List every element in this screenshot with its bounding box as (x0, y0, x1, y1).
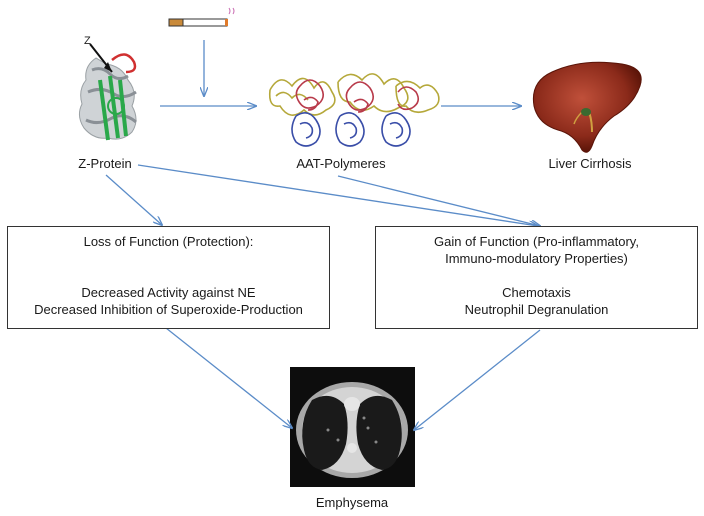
gain-box-item-degranulation: Neutrophil Degranulation (464, 302, 609, 317)
liver-icon (532, 61, 642, 153)
gain-box-title-line2: Immuno-modulatory Properties) (445, 251, 628, 266)
arrow-polymers-to-gain (337, 175, 540, 226)
loss-of-function-box: Loss of Function (Protection): Decreased… (7, 226, 330, 329)
arrow-protein-to-loss (105, 174, 162, 225)
arrow-loss-to-emphysema (165, 327, 292, 428)
flow-arrows (105, 40, 541, 430)
lung-ct-scan-icon (290, 367, 415, 487)
arrow-protein-to-gain (137, 164, 538, 226)
emphysema-label: Emphysema (315, 495, 389, 510)
loss-box-title: Loss of Function (Protection): (83, 234, 254, 249)
loss-box-item-ne: Decreased Activity against NE (81, 285, 256, 300)
cigarette-icon (168, 7, 235, 27)
z-protein-label: Z-Protein (78, 156, 132, 171)
gain-of-function-box: Gain of Function (Pro-inflammatory, Immu… (375, 226, 698, 329)
gain-box-title-line1: Gain of Function (Pro-inflammatory, (434, 234, 639, 249)
protein-structure-icon (78, 43, 137, 141)
liver-label: Liver Cirrhosis (548, 156, 632, 171)
loss-box-item-superoxide: Decreased Inhibition of Superoxide-Produ… (34, 302, 303, 317)
arrow-gain-to-emphysema (414, 329, 541, 430)
polymer-structure-icon (268, 73, 440, 147)
gain-box-item-chemotaxis: Chemotaxis (502, 285, 571, 300)
z-marker-label: Z (84, 35, 91, 47)
polymers-label: AAT-Polymeres (296, 156, 386, 171)
